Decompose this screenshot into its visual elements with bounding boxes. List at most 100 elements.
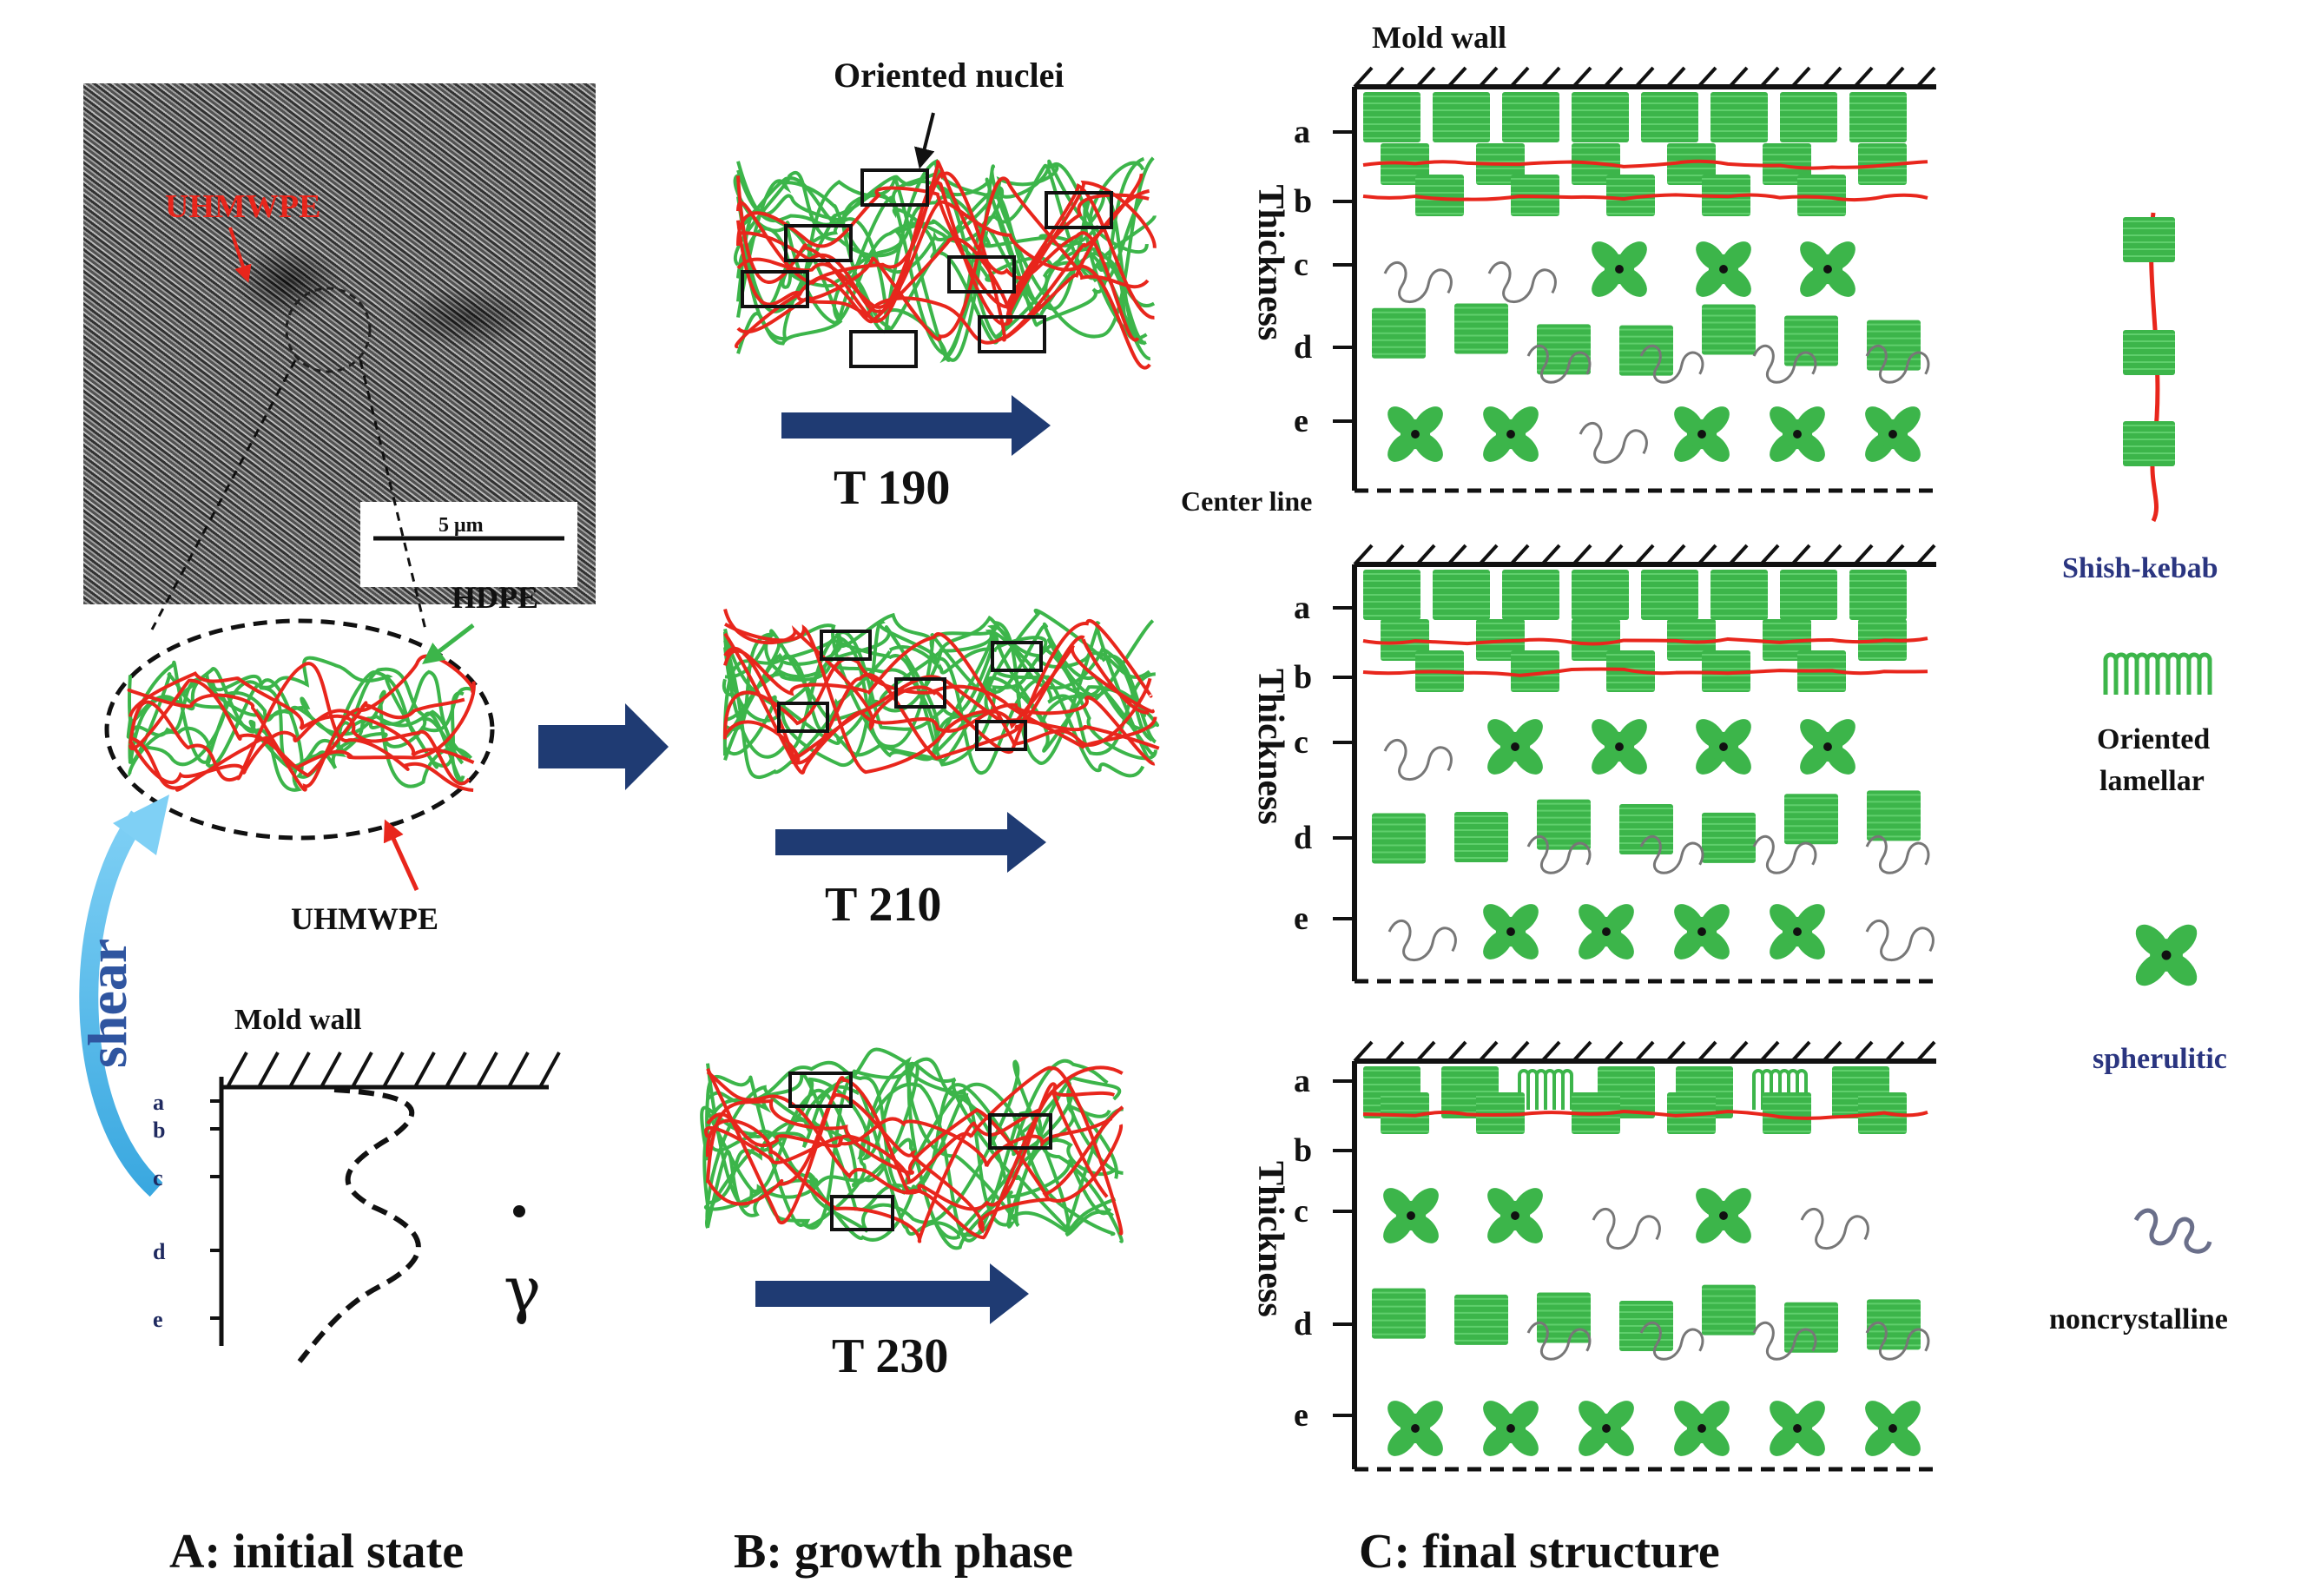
noncrystalline-coil bbox=[1639, 1321, 1704, 1361]
kebab-block bbox=[1433, 92, 1490, 142]
t210-hdpe-chain bbox=[724, 624, 1153, 755]
spherulite bbox=[1483, 1401, 1539, 1456]
kebab-block bbox=[1641, 570, 1698, 620]
kebab-block bbox=[1619, 325, 1673, 376]
kebab-block bbox=[1454, 812, 1508, 863]
mold-wall-hatch bbox=[1665, 66, 1686, 89]
t190-uhmwpe-chain bbox=[736, 160, 1140, 342]
mold-wall-hatch bbox=[1884, 544, 1905, 566]
t210-uhmwpe-chain bbox=[723, 632, 1156, 775]
blob-hdpe-chain bbox=[128, 656, 465, 777]
hatch-mark bbox=[382, 1052, 405, 1088]
noncrystalline-coil bbox=[1487, 261, 1557, 304]
legend-oriented-label-2: lamellar bbox=[2099, 765, 2205, 797]
legend-kebab bbox=[2123, 330, 2175, 375]
melt-t190 bbox=[733, 156, 1157, 370]
legend-shish-fiber bbox=[2149, 212, 2160, 523]
noncrystalline-coil bbox=[1639, 344, 1704, 384]
shear-curved-arrow bbox=[79, 810, 163, 1197]
blob-hdpe-chain bbox=[128, 667, 465, 782]
oriented-nucleus-box bbox=[830, 1195, 894, 1231]
mold-wall-hatch bbox=[1353, 66, 1374, 89]
mold-wall-hatch bbox=[1884, 66, 1905, 89]
legend-noncrystalline-icon bbox=[2133, 1208, 2212, 1254]
caption-c: C: final structure bbox=[1359, 1525, 1720, 1579]
caption-b: B: growth phase bbox=[734, 1525, 1073, 1579]
kebab-block bbox=[1780, 570, 1837, 620]
t210-hdpe-chain bbox=[723, 636, 1157, 780]
shish-fiber bbox=[1362, 667, 1928, 677]
kebab-block bbox=[1702, 650, 1750, 692]
melt-blob-chains bbox=[126, 654, 476, 792]
shish-fiber bbox=[1362, 159, 1928, 170]
final-structure-panels: abcdeThicknessabcdeThicknessabcdeThickne… bbox=[1250, 66, 1936, 1472]
t190-uhmwpe-chain bbox=[734, 176, 1150, 348]
legend-noncrystalline-label: noncrystalline bbox=[2049, 1303, 2228, 1335]
mold-wall-hatch bbox=[1665, 544, 1686, 566]
kebab-block bbox=[1641, 92, 1698, 142]
temp-label-t210: T 210 bbox=[825, 878, 941, 932]
noncrystalline-coil bbox=[1592, 1208, 1661, 1250]
hatch-mark bbox=[538, 1052, 561, 1088]
spherulite bbox=[1487, 719, 1543, 775]
spherulite bbox=[1483, 904, 1539, 960]
layer-label: a bbox=[1294, 590, 1310, 626]
zoom-line-left bbox=[150, 359, 297, 630]
mold-wall-hatch bbox=[1478, 1040, 1499, 1063]
layer-label: c bbox=[1294, 724, 1308, 761]
legend-spherulite bbox=[2135, 924, 2198, 986]
kebab-block bbox=[1572, 92, 1629, 142]
mold-wall-hatch bbox=[1884, 1040, 1905, 1063]
layer-label: d bbox=[1294, 1306, 1312, 1342]
nuclei-boxes bbox=[741, 168, 1113, 1231]
spherulite bbox=[1487, 1188, 1543, 1243]
t230-uhmwpe-chain bbox=[706, 1092, 1123, 1234]
hatch-mark bbox=[257, 1052, 280, 1088]
t230-uhmwpe-chain bbox=[706, 1098, 1124, 1199]
spherulite bbox=[1387, 406, 1443, 462]
kebab-block bbox=[1710, 570, 1768, 620]
mold-wall-hatch bbox=[1509, 66, 1530, 89]
mold-wall-hatch bbox=[1447, 66, 1467, 89]
oriented-nucleus-box bbox=[784, 224, 853, 262]
spherulite bbox=[1696, 241, 1751, 297]
panel-b: Oriented nuclei T 190 T 210 T 230 B: gro… bbox=[700, 56, 1160, 1579]
oriented-nucleus-box bbox=[820, 630, 872, 661]
melt-t210 bbox=[722, 608, 1160, 780]
noncrystalline-coil bbox=[1800, 1208, 1869, 1250]
mold-wall-hatch bbox=[1634, 544, 1655, 566]
blob-uhmwpe-label: UHMWPE bbox=[291, 901, 438, 936]
kebab-block bbox=[1381, 1092, 1429, 1134]
mold-wall-hatch bbox=[1384, 1040, 1405, 1063]
kebab-block bbox=[1849, 570, 1907, 620]
spherulite bbox=[1696, 1188, 1751, 1243]
transition-arrow-a-b bbox=[538, 703, 669, 790]
oriented-nucleus-box bbox=[988, 1113, 1052, 1150]
layer-label: a bbox=[1294, 114, 1310, 150]
kebab-block bbox=[1619, 803, 1673, 854]
mold-wall-hatch bbox=[1478, 544, 1499, 566]
oriented-nucleus-box bbox=[849, 330, 918, 368]
legend: Shish-kebab Oriented lamellar spheruliti… bbox=[2049, 212, 2228, 1335]
oriented-nucleus-box bbox=[777, 702, 829, 733]
kebab-block bbox=[1797, 175, 1846, 216]
noncrystalline-coil bbox=[1865, 1321, 1930, 1361]
kebab-block bbox=[1867, 320, 1921, 371]
legend-kebab bbox=[2123, 421, 2175, 466]
caption-a: A: initial state bbox=[169, 1525, 464, 1579]
blob-uhmwpe-chain bbox=[129, 678, 465, 778]
t230-hdpe-chain bbox=[706, 1063, 1124, 1240]
kebab-block bbox=[1710, 92, 1768, 142]
spherulite bbox=[1865, 1401, 1921, 1456]
kebab-block bbox=[1780, 92, 1837, 142]
kebab-block bbox=[1415, 175, 1464, 216]
kebab-block bbox=[1454, 303, 1508, 354]
kebab-block bbox=[1784, 315, 1838, 366]
kebab-block bbox=[1363, 92, 1420, 142]
mold-wall-hatch bbox=[1353, 544, 1374, 566]
blob-uhmwpe-chain bbox=[129, 709, 475, 785]
layer-label: b bbox=[1294, 183, 1312, 220]
t230-hdpe-chain bbox=[706, 1057, 1119, 1228]
